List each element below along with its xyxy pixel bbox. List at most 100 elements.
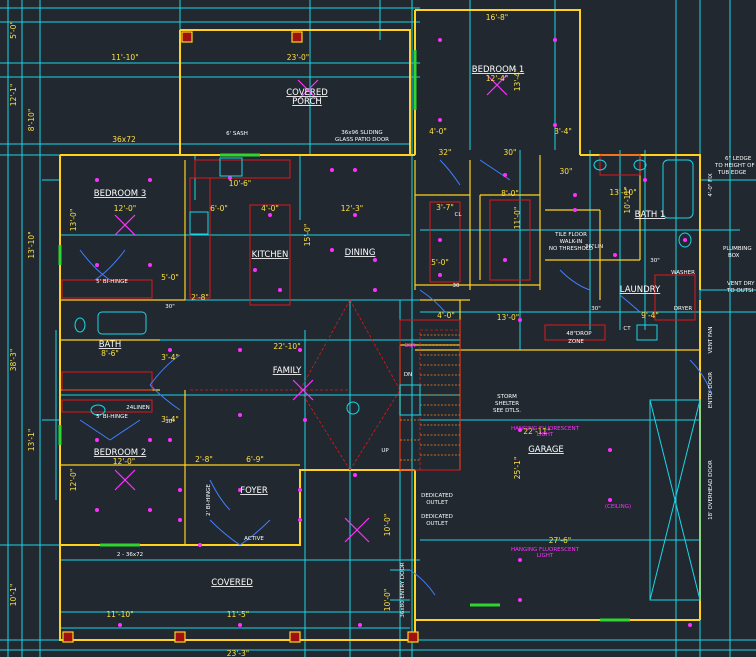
room-label-covered: COVERED — [211, 578, 253, 588]
dim-stair-a: 4'-0" — [437, 311, 455, 320]
vdim-front: 10'-0" — [383, 514, 392, 537]
room-label-porch: PORCH — [292, 97, 322, 107]
note-fluorescent-1: HANGING FLUORESCENT — [511, 426, 580, 432]
note-lin: 36"LIN — [585, 244, 603, 250]
dim-dining: 12'-3" — [341, 204, 364, 213]
annotation-notes: 6' SASH 36x96 SLIDING GLASS PATIO DOOR 5… — [96, 130, 755, 558]
note-hinge-b: 5' BI-HINGE — [96, 414, 128, 420]
note-no-threshold: NO THRESHOLD — [549, 246, 593, 252]
vdim-left-d: 13'-10" — [27, 231, 36, 258]
note-plumbing-box-2: BOX — [728, 253, 740, 259]
note-washer: WASHER — [671, 270, 695, 276]
note-ledge-3: TUB EDGE — [717, 170, 747, 176]
note-vent-dryer-2: TO OUTSI — [726, 288, 754, 294]
dim-garage-depth: 27'-6" — [549, 536, 572, 545]
note-30c: 30" — [165, 419, 175, 425]
note-ceiling: (CEILING) — [605, 504, 631, 510]
note-ledge-2: TO HEIGHT OF — [714, 163, 755, 169]
dim-30a: 30" — [560, 167, 573, 176]
room-label-foyer: FOYER — [240, 486, 268, 496]
note-fluorescent-1b: LIGHT — [537, 432, 554, 438]
vdim-left-c: 8'-10" — [27, 109, 36, 132]
ceiling-light-dots — [95, 38, 692, 627]
stair-treads — [400, 334, 460, 461]
dim-laundry: 9'-4" — [641, 311, 659, 320]
note-storm-2: SHELTER — [495, 401, 519, 407]
dim-bath-size: 8'-6" — [101, 349, 119, 358]
note-fix: 4'-0" FIX — [708, 173, 714, 197]
room-label-kitchen: KITCHEN — [252, 250, 289, 260]
dim-porch: 23'-0" — [287, 53, 310, 62]
room-labels: BEDROOM 1 COVERED PORCH BEDROOM 3 KITCHE… — [94, 65, 666, 588]
interior-walls — [60, 155, 700, 545]
vdim-left-e: 38'-3" — [9, 349, 18, 372]
note-up: UP — [381, 448, 389, 454]
garage-door-outline — [649, 399, 701, 601]
note-active: ACTIVE — [244, 536, 264, 542]
note-drop-2: ZONE — [568, 339, 584, 345]
note-patio-door-2: GLASS PATIO DOOR — [335, 137, 389, 143]
dim-foyer-b: 6'-9" — [246, 455, 264, 464]
dim-32a: 32" — [439, 148, 452, 157]
vdim-bed1: 13'-4" — [513, 69, 522, 92]
note-30e: 30" — [650, 258, 660, 264]
windows — [58, 50, 630, 622]
note-outlet-1: OUTLET — [426, 500, 448, 506]
dim-garage-width: 22'-11" — [523, 427, 550, 436]
dim-wic-a: 3'-7" — [436, 203, 454, 212]
note-dryer: DRYER — [674, 306, 693, 312]
note-30d: 30" — [591, 306, 601, 312]
dim-bedroom1-size: 12'-4" — [486, 74, 509, 83]
dim-kitchen-a: 6'-0" — [210, 204, 228, 213]
dim-top-left: 11'-10" — [111, 53, 138, 62]
dim-32b: 30" — [504, 148, 517, 157]
dim-wic-b: 8'-0" — [501, 189, 519, 198]
vdim-left-b: 12'-1" — [9, 84, 18, 107]
room-label-bath-1: BATH 1 — [635, 210, 666, 220]
note-6-sash: 6' SASH — [226, 131, 248, 137]
note-fluorescent-2: HANGING FLUORESCENT — [511, 547, 580, 553]
note-outlet-2: OUTLET — [426, 521, 448, 527]
dim-bath1-a: 13'-10" — [609, 188, 636, 197]
note-vent-dryer-1: VENT DRY — [727, 281, 755, 287]
room-label-bedroom-1: BEDROOM 1 — [472, 65, 524, 75]
dim-bottom-a: 11'-10" — [106, 610, 133, 619]
dim-hall-a: 3'-4" — [161, 353, 179, 362]
vdim-kitchen: 15'-0" — [303, 224, 312, 247]
note-patio-door-1: 36x96 SLIDING — [341, 130, 382, 136]
vdim-bed2: 12'-0" — [69, 469, 78, 492]
dim-hall-b: 3'-4" — [161, 415, 179, 424]
dim-kitchen-b: 4'-0" — [261, 204, 279, 213]
vdim-left-f: 13'-1" — [27, 429, 36, 452]
dim-foyer-a: 2'-8" — [195, 455, 213, 464]
note-storm-1: STORM — [497, 394, 517, 400]
note-cl: CL — [455, 212, 463, 218]
dim-window-36x72: 36x72 — [112, 135, 136, 144]
vdim-left-a: 5'-0" — [9, 21, 18, 39]
note-window-2-36x72: 2 - 36x72 — [117, 552, 143, 558]
vdim-left-g: 10'-1" — [9, 584, 18, 607]
vdim-garage: 25'-1" — [513, 457, 522, 480]
note-vent-fan: VENT FAN — [708, 327, 714, 354]
room-label-dining: DINING — [345, 248, 376, 258]
note-plumbing-box-1: PLUMBING — [723, 246, 752, 252]
vdim-wic: 11'-0" — [513, 207, 522, 230]
note-tile-floor: TILE FLOOR — [554, 232, 587, 238]
room-label-bath: BATH — [99, 340, 122, 350]
porch-columns — [62, 31, 419, 643]
note-entry-door: ENTRY DOOR — [708, 372, 714, 408]
note-hinge-a: 5' BI-HINGE — [96, 279, 128, 285]
plumbing-fixtures — [74, 157, 694, 416]
vertical-dimension-labels: 5'-0" 12'-1" 8'-10" 13'-10" 38'-3" 13'-1… — [9, 21, 632, 611]
note-ct: CT — [623, 326, 631, 332]
dim-bedroom2-size: 12'-0" — [113, 457, 136, 466]
note-entry-door-front: 36x80 ENTRY DOOR — [400, 562, 406, 617]
dimension-labels: 16'-8" 12'-4" 11'-10" 23'-0" 36x72 12'-0… — [101, 13, 659, 657]
dim-family-width: 22'-10" — [273, 342, 300, 351]
note-storm-3: SEE DTLS. — [493, 408, 521, 414]
dashed-ceiling-lines — [190, 299, 460, 471]
dim-bedroom3-size: 12'-0" — [114, 204, 137, 213]
